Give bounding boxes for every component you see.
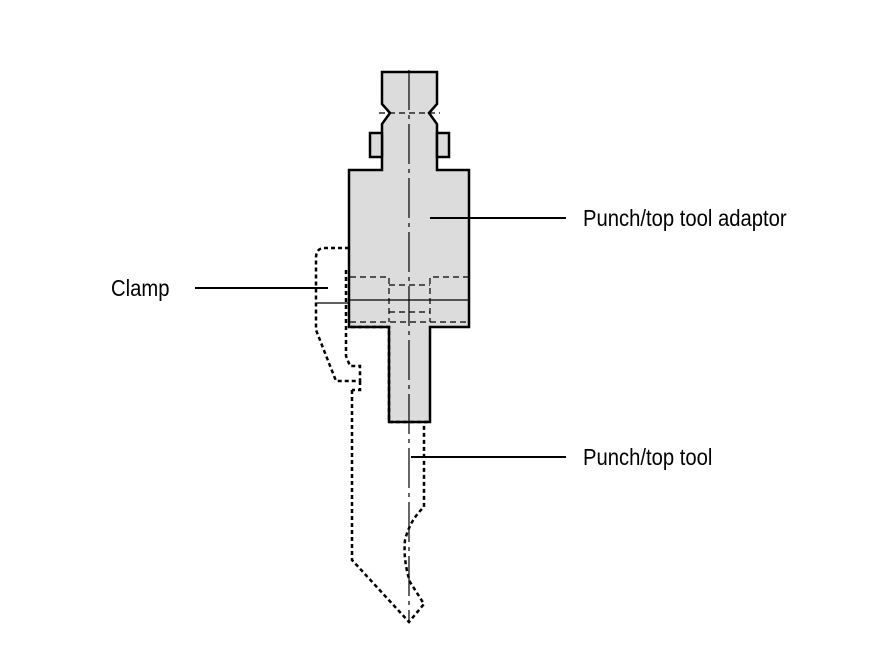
clamp-jaw	[351, 325, 430, 424]
adaptor-left-ear	[368, 131, 384, 159]
adaptor-right-ear	[435, 131, 451, 159]
clamp-outline	[314, 246, 362, 383]
label-clamp: Clamp	[111, 275, 169, 302]
label-tool: Punch/top tool	[583, 444, 712, 471]
leader-lines	[195, 217, 566, 458]
punch-tool-outline	[350, 390, 426, 624]
label-adaptor: Punch/top tool adaptor	[583, 205, 787, 232]
